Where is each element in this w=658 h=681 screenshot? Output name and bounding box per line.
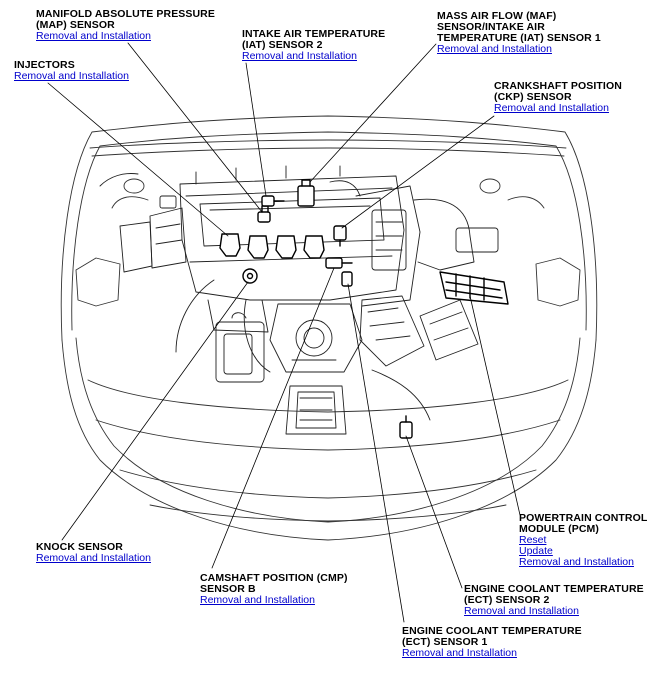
- pcm-removal-link[interactable]: Removal and Installation: [519, 556, 634, 568]
- knock-sensor-title: KNOCK SENSOR: [36, 541, 123, 553]
- pcm-reset-link[interactable]: Reset: [519, 534, 547, 546]
- cmp-sensor-icon: [325, 257, 353, 269]
- callout-ect1-sensor: ENGINE COOLANT TEMPERATURE (ECT) SENSOR …: [402, 626, 582, 659]
- injectors-title: INJECTORS: [14, 59, 75, 71]
- map-sensor-title: MANIFOLD ABSOLUTE PRESSURE (MAP) SENSOR: [36, 8, 215, 31]
- callout-maf-sensor: MASS AIR FLOW (MAF) SENSOR/INTAKE AIR TE…: [437, 11, 601, 55]
- pcm-module-icon: [439, 271, 509, 305]
- knock-sensor-removal-link[interactable]: Removal and Installation: [36, 552, 151, 564]
- injector-icons: [219, 233, 325, 259]
- vehicle-body-outline: [60, 115, 598, 541]
- leader-lines: [47, 42, 521, 623]
- pcm-title: POWERTRAIN CONTROL MODULE (PCM): [519, 512, 648, 535]
- ckp-sensor-removal-link[interactable]: Removal and Installation: [494, 102, 609, 114]
- knock-sensor-icon: [242, 268, 258, 284]
- ckp-sensor-icon: [333, 225, 347, 247]
- cmp-sensor-removal-link[interactable]: Removal and Installation: [200, 594, 315, 606]
- maf-sensor-icon: [297, 179, 315, 207]
- maf-sensor-removal-link[interactable]: Removal and Installation: [437, 43, 552, 55]
- map-sensor-removal-link[interactable]: Removal and Installation: [36, 30, 151, 42]
- callout-map-sensor: MANIFOLD ABSOLUTE PRESSURE (MAP) SENSOR …: [36, 9, 215, 42]
- map-sensor-icon: [257, 205, 271, 223]
- callout-knock-sensor: KNOCK SENSOR Removal and Installation: [36, 542, 151, 564]
- iat2-sensor-title: INTAKE AIR TEMPERATURE (IAT) SENSOR 2: [242, 28, 386, 51]
- ect1-sensor-title: ENGINE COOLANT TEMPERATURE (ECT) SENSOR …: [402, 625, 582, 648]
- ckp-sensor-title: CRANKSHAFT POSITION (CKP) SENSOR: [494, 80, 622, 103]
- callout-injectors: INJECTORS Removal and Installation: [14, 60, 129, 82]
- ect1-sensor-icon: [399, 415, 413, 439]
- ect2-sensor-title: ENGINE COOLANT TEMPERATURE (ECT) SENSOR …: [464, 583, 644, 606]
- pcm-update-link[interactable]: Update: [519, 545, 553, 557]
- ect1-sensor-removal-link[interactable]: Removal and Installation: [402, 647, 517, 659]
- ect2-sensor-removal-link[interactable]: Removal and Installation: [464, 605, 579, 617]
- injectors-removal-link[interactable]: Removal and Installation: [14, 70, 129, 82]
- engine-assembly: [99, 165, 499, 435]
- iat2-sensor-removal-link[interactable]: Removal and Installation: [242, 50, 357, 62]
- callout-cmp-sensor: CAMSHAFT POSITION (CMP) SENSOR B Removal…: [200, 573, 348, 606]
- ect2-sensor-icon: [341, 271, 353, 287]
- cmp-sensor-title: CAMSHAFT POSITION (CMP) SENSOR B: [200, 572, 348, 595]
- maf-sensor-title: MASS AIR FLOW (MAF) SENSOR/INTAKE AIR TE…: [437, 10, 601, 44]
- callout-iat2-sensor: INTAKE AIR TEMPERATURE (IAT) SENSOR 2 Re…: [242, 29, 385, 62]
- callout-pcm: POWERTRAIN CONTROL MODULE (PCM) Reset Up…: [519, 513, 647, 568]
- iat2-sensor-icon: [261, 195, 285, 207]
- callout-ckp-sensor: CRANKSHAFT POSITION (CKP) SENSOR Removal…: [494, 81, 622, 114]
- callout-ect2-sensor: ENGINE COOLANT TEMPERATURE (ECT) SENSOR …: [464, 584, 644, 617]
